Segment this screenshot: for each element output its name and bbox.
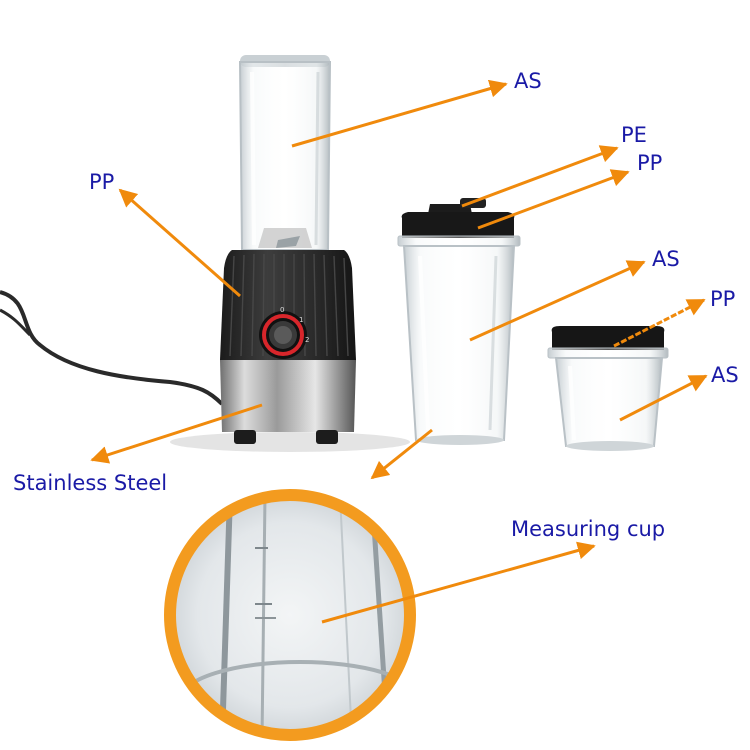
label-pe-lid: PE (621, 123, 647, 147)
label-pp-housing: PP (89, 170, 115, 194)
power-cord (0, 290, 224, 406)
annotation-arrows (90, 79, 708, 624)
label-measuring-cup: Measuring cup (511, 517, 666, 541)
knob-mark-0: 0 (280, 306, 284, 314)
label-as-small-cup: AS (711, 363, 739, 387)
power-cord-loop (0, 308, 32, 337)
small-cup (547, 326, 669, 451)
stainless-steel-base (220, 360, 356, 444)
knob-mark-2: 2 (305, 336, 309, 344)
label-as-cup: AS (652, 247, 680, 271)
label-stainless-steel: Stainless Steel (13, 471, 168, 495)
measuring-cup-closeup (164, 489, 416, 741)
travel-cup (397, 198, 521, 445)
label-pp-lid: PP (637, 151, 663, 175)
blender-jar (238, 55, 332, 251)
floor-shadow (170, 432, 410, 452)
label-pp-small-lid: PP (710, 287, 736, 311)
blender-motor-housing (220, 250, 356, 360)
label-as-jar: AS (514, 69, 542, 93)
knob-mark-1: 1 (299, 316, 303, 324)
